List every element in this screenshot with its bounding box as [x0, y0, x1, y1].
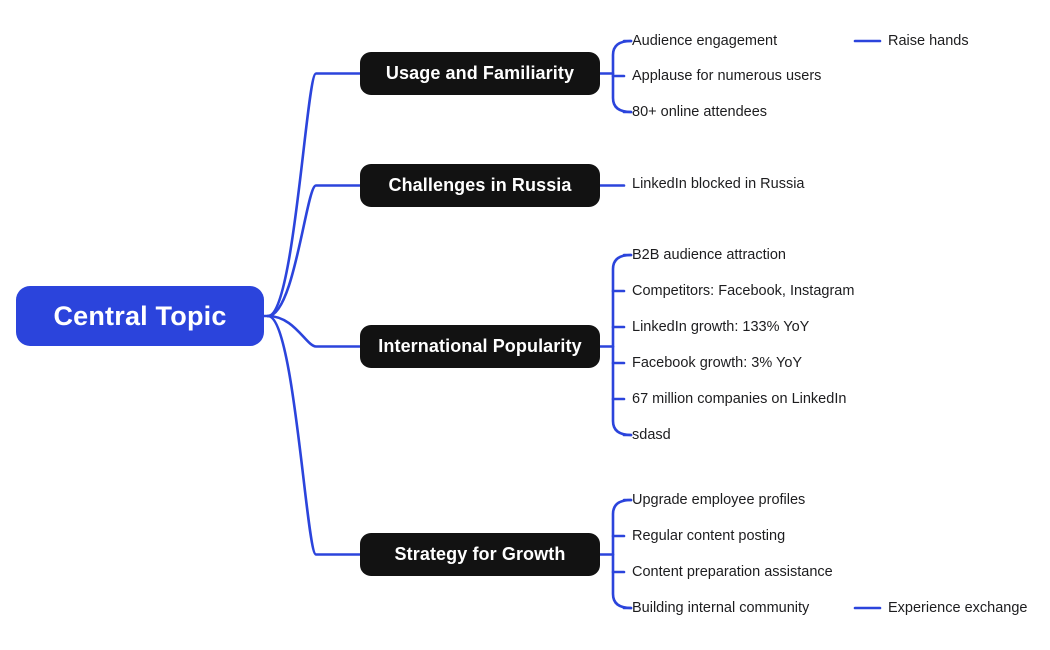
central-topic-node-label: Central Topic — [53, 300, 227, 331]
leaf-node-strategy-for-growth-0[interactable]: Upgrade employee profiles — [632, 492, 806, 508]
branch-node-international-popularity[interactable]: International Popularity — [360, 325, 600, 368]
central-topic-node[interactable]: Central Topic — [16, 286, 264, 346]
branch-node-strategy-for-growth-label: Strategy for Growth — [394, 544, 566, 564]
bracket-spine-usage-and-familiarity — [611, 39, 633, 114]
leaf-node-international-popularity-3[interactable]: Facebook growth: 3% YoY — [632, 355, 803, 371]
branch-node-challenges-in-russia-label: Challenges in Russia — [388, 175, 572, 195]
branch-node-usage-and-familiarity-label: Usage and Familiarity — [385, 63, 575, 83]
leaf-node-international-popularity-4[interactable]: 67 million companies on LinkedIn — [632, 391, 847, 407]
sub-leaf-node-strategy-for-growth-3-0[interactable]: Experience exchange — [888, 600, 1028, 616]
branch-node-international-popularity-label: International Popularity — [378, 336, 582, 356]
leaf-node-strategy-for-growth-1[interactable]: Regular content posting — [632, 528, 786, 544]
bracket-spine-international-popularity — [611, 253, 633, 437]
bracket-spine-strategy-for-growth — [611, 498, 633, 610]
branch-node-usage-and-familiarity[interactable]: Usage and Familiarity — [360, 52, 600, 95]
leaf-node-usage-and-familiarity-1[interactable]: Applause for numerous users — [632, 68, 822, 84]
leaf-node-international-popularity-0[interactable]: B2B audience attraction — [632, 247, 786, 263]
leaf-node-usage-and-familiarity-0[interactable]: Audience engagement — [632, 33, 778, 49]
trunk-edge-usage-and-familiarity — [266, 72, 362, 318]
leaf-node-strategy-for-growth-2[interactable]: Content preparation assistance — [632, 564, 833, 580]
trunk-edge-strategy-for-growth — [266, 314, 362, 556]
leaf-node-international-popularity-1[interactable]: Competitors: Facebook, Instagram — [632, 283, 855, 299]
leaf-node-usage-and-familiarity-2[interactable]: 80+ online attendees — [632, 104, 768, 120]
sub-leaf-node-usage-and-familiarity-0-0[interactable]: Raise hands — [888, 33, 969, 49]
leaf-node-international-popularity-2[interactable]: LinkedIn growth: 133% YoY — [632, 319, 810, 335]
leaf-node-strategy-for-growth-3[interactable]: Building internal community — [632, 600, 810, 616]
leaf-node-international-popularity-5[interactable]: sdasd — [632, 427, 671, 443]
leaf-node-challenges-in-russia-0[interactable]: LinkedIn blocked in Russia — [632, 176, 805, 192]
trunk-edge-international-popularity — [266, 314, 362, 348]
branch-node-strategy-for-growth[interactable]: Strategy for Growth — [360, 533, 600, 576]
branch-node-challenges-in-russia[interactable]: Challenges in Russia — [360, 164, 600, 207]
trunk-edge-challenges-in-russia — [266, 184, 362, 318]
